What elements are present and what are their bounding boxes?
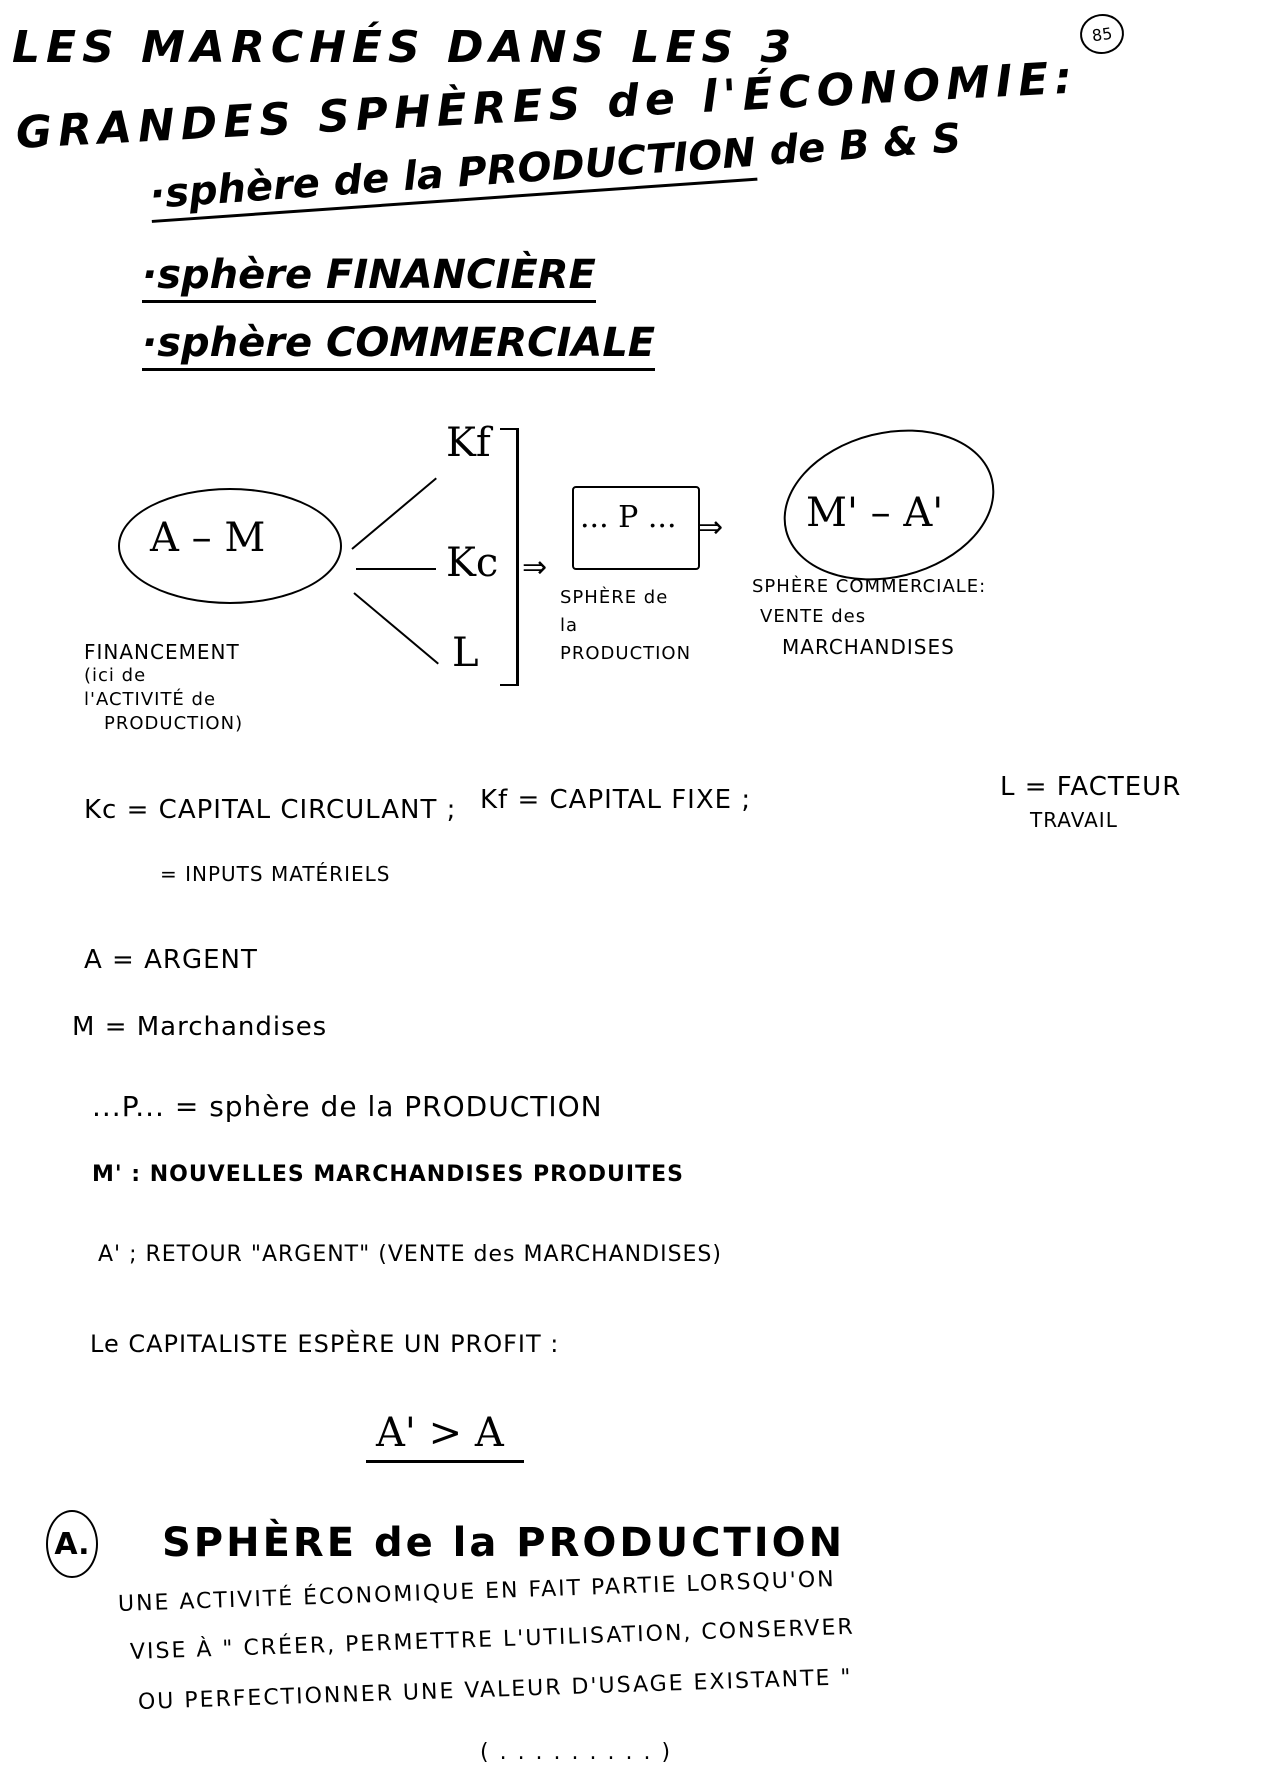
page-number: 85 — [1077, 11, 1127, 57]
definition-l-cont: TRAVAIL — [1030, 808, 1118, 832]
sphere-label: COMMERCIALE — [326, 320, 656, 371]
process-node-box — [572, 486, 700, 570]
section-a-line: OU PERFECTIONNER UNE VALEUR D'USAGE EXIS… — [137, 1665, 853, 1715]
caption-line: l'ACTIVITÉ de — [84, 689, 217, 710]
section-a-marker: A. — [46, 1510, 98, 1578]
caption-line: MARCHANDISES — [782, 635, 955, 659]
process-node-label: ... P ... — [580, 500, 677, 535]
branch-line-l — [353, 592, 439, 665]
definition-kf: Kf = CAPITAL FIXE ; — [480, 785, 752, 815]
bracket-bottom — [500, 684, 518, 686]
input-kf: Kf — [446, 420, 491, 466]
section-a-cutoff-line: ( . . . . . . . . . ) — [480, 1740, 673, 1765]
caption-end: SPHÈRE COMMERCIALE: VENTE des MARCHANDIS… — [752, 572, 986, 662]
branch-line-kc — [356, 568, 436, 570]
definition-l: L = FACTEUR — [1000, 772, 1182, 802]
caption-line: (ici de — [84, 665, 147, 686]
caption-start: FINANCEMENT (ici de l'ACTIVITÉ de PRODUC… — [84, 640, 243, 736]
start-node-label: A – M — [150, 515, 266, 561]
section-a-heading: SPHÈRE de la PRODUCTION — [162, 1520, 846, 1566]
input-l: L — [452, 630, 479, 676]
definition-m-prime: M' : NOUVELLES MARCHANDISES PRODUITES — [92, 1162, 684, 1187]
capitalist-statement: Le CAPITALISTE ESPÈRE UN PROFIT : — [90, 1330, 560, 1358]
definition-m: M = Marchandises — [72, 1012, 328, 1042]
sphere-prefix: ·sphère — [142, 320, 327, 371]
arrow-icon: ⇒ — [698, 510, 726, 545]
sphere-label: PRODUCTION — [455, 129, 758, 202]
bracket-top — [500, 428, 518, 430]
caption-process: SPHÈRE de la PRODUCTION — [560, 584, 691, 668]
caption-line: VENTE des — [760, 606, 867, 627]
input-bracket — [516, 428, 519, 686]
start-node-ellipse — [118, 488, 342, 604]
definition-kc: Kc = CAPITAL CIRCULANT ; — [84, 795, 457, 825]
sphere-item-financiere: ·sphère FINANCIÈRE — [142, 252, 596, 303]
caption-line: la — [560, 615, 579, 636]
input-kc: Kc — [446, 540, 499, 586]
sphere-label: FINANCIÈRE — [326, 252, 596, 303]
sphere-item-commerciale: ·sphère COMMERCIALE — [142, 320, 656, 371]
sphere-prefix: ·sphère de la — [148, 150, 460, 223]
arrow-icon: ⇒ — [522, 550, 550, 585]
definition-kc-cont: = INPUTS MATÉRIELS — [160, 862, 391, 886]
section-a-line: VISE À " CRÉER, PERMETTRE L'UTILISATION,… — [129, 1614, 856, 1665]
caption-line: SPHÈRE de — [560, 587, 669, 608]
sphere-suffix: de B & S — [754, 115, 963, 176]
definition-a: A = ARGENT — [84, 945, 258, 975]
end-node-label: M' – A' — [806, 490, 944, 536]
definition-a-prime: A' ; RETOUR "ARGENT" (VENTE des MARCHAND… — [98, 1242, 722, 1267]
page-title-line1: LES MARCHÉS DANS LES 3 — [12, 22, 798, 73]
caption-line: SPHÈRE COMMERCIALE: — [752, 576, 987, 597]
caption-line: PRODUCTION — [560, 643, 692, 664]
caption-line: FINANCEMENT — [84, 640, 240, 664]
sphere-prefix: ·sphère — [142, 252, 327, 303]
branch-line-kf — [351, 477, 437, 550]
section-a-line: UNE ACTIVITÉ ÉCONOMIQUE EN FAIT PARTIE L… — [117, 1566, 837, 1617]
profit-inequality: A' > A — [366, 1410, 524, 1463]
definition-p: ...P... = sphère de la PRODUCTION — [92, 1090, 603, 1123]
caption-line: PRODUCTION) — [104, 713, 244, 734]
